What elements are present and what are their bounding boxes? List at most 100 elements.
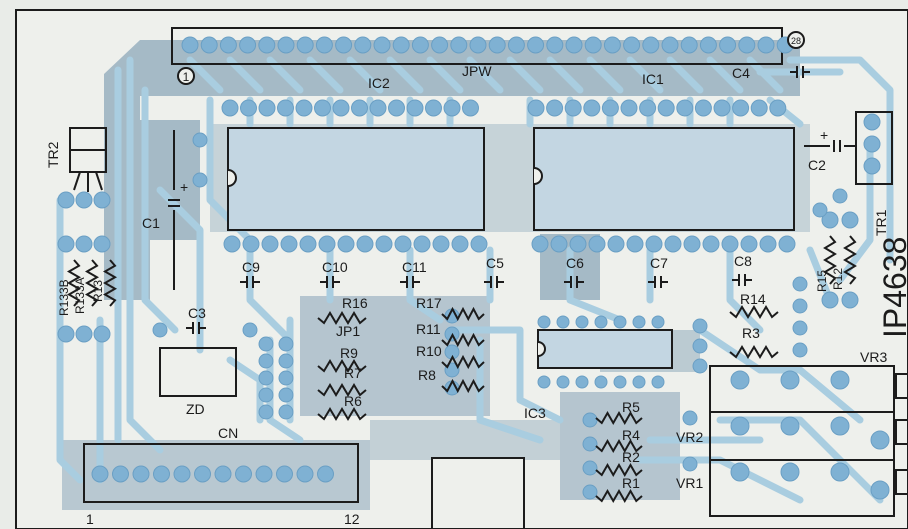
vr-pad [830, 370, 850, 390]
ic3-body [537, 329, 673, 369]
label-ic2: IC2 [368, 75, 390, 91]
vr-pad [780, 462, 800, 482]
ic2-bottom-pad [470, 235, 488, 253]
cn-pad [91, 465, 109, 483]
zd-pad [258, 404, 274, 420]
jpw-pad [335, 36, 353, 54]
tr1-pad [863, 157, 881, 175]
ic1-bottom-pad [683, 235, 701, 253]
jpw-pad [546, 36, 564, 54]
label-r13: R13 [91, 280, 105, 302]
ic1-top-pad [694, 99, 712, 117]
resistor-pad [792, 276, 808, 292]
cutout-window [431, 457, 525, 529]
tr2-pad [75, 191, 93, 209]
cn-pad [235, 465, 252, 483]
label-c2: C2 [808, 157, 826, 173]
ic1-bottom-pad [721, 235, 739, 253]
silkscreen-labels: IC2 JPW IC1 C4 C2 + C1 + C9 C10 C11 C5 C… [45, 63, 908, 527]
jp-pad [278, 370, 294, 386]
label-r2: R2 [622, 449, 640, 465]
label-r133b: R133B [57, 279, 71, 316]
solder-pad [582, 484, 598, 500]
solder-pad [682, 456, 698, 472]
c10-symbol [320, 276, 340, 288]
ic3-bottom-pad [632, 375, 646, 389]
r133-pad [93, 325, 111, 343]
label-c10: C10 [322, 259, 348, 275]
solder-pad [812, 202, 828, 218]
label-c11: C11 [402, 259, 427, 275]
pin1-marker: 1 [177, 67, 195, 85]
jpw-pad [623, 36, 641, 54]
c11-symbol [400, 276, 420, 288]
resistor-pad [792, 298, 808, 314]
label-c6: C6 [566, 255, 584, 271]
ic1-top-pad [546, 99, 564, 117]
ic3-top-pad [556, 315, 570, 329]
label-tr2: TR2 [45, 141, 61, 168]
ic2-bottom-pad [318, 235, 336, 253]
vr-pad [870, 480, 890, 500]
r13-symbol [102, 259, 118, 307]
tr1-outline [855, 111, 893, 185]
ic1-top-pad [657, 99, 675, 117]
solder-pad [582, 460, 598, 476]
r16-symbol [317, 311, 367, 325]
ic1-top-pad [676, 99, 694, 117]
jpw-pad [642, 36, 660, 54]
c5-symbol [484, 276, 504, 288]
component-symbols [66, 66, 857, 504]
ic3-top-pad [575, 315, 589, 329]
ic2-top-pad [443, 99, 461, 117]
zd-pad [258, 370, 274, 386]
r12-symbol [843, 235, 857, 285]
ic2-bottom-pad [223, 235, 241, 253]
cn-pad [255, 465, 273, 483]
label-c4: C4 [732, 65, 750, 81]
r10-symbol [441, 354, 485, 370]
jpw-pad [603, 36, 621, 54]
ic1-bottom-pad [778, 235, 796, 253]
ic1-bottom-pad [664, 235, 682, 253]
ic1-bottom-pad [645, 235, 663, 253]
ic1-bottom-pad [550, 235, 568, 253]
ic1-body [533, 127, 795, 231]
jp-pad [278, 387, 294, 403]
cn-pad [317, 465, 334, 483]
r133-pad [75, 325, 93, 343]
ic2-bottom-pad [356, 235, 374, 253]
jpw-pad [200, 36, 218, 54]
ic1-top-pad [601, 99, 619, 117]
label-cn-pin12: 12 [344, 511, 360, 527]
ic1-bottom-pad [759, 235, 777, 253]
vr-block-outline [709, 365, 908, 517]
solder-pad [832, 188, 848, 204]
ic2-top-pad [314, 99, 331, 117]
label-r12: R12 [831, 268, 845, 290]
jpw-pad [738, 36, 756, 54]
label-vr1: VR1 [676, 475, 703, 491]
cn-pad [173, 465, 191, 483]
zd-outline [159, 347, 237, 397]
ic3-bottom-pad [613, 375, 627, 389]
ic2-top-pad [258, 99, 276, 117]
vr-pad [730, 370, 750, 390]
tr2-pad [93, 191, 111, 209]
r2-symbol [595, 462, 643, 478]
r7-symbol [317, 383, 367, 397]
solder-pad [682, 410, 698, 426]
cn-connector-outline [83, 443, 359, 503]
r11-symbol [441, 332, 485, 348]
r15-pad [821, 291, 839, 309]
jpw-pad [277, 36, 295, 54]
label-r133a: R133A [73, 277, 87, 314]
cn-pad [153, 465, 170, 483]
label-c9: C9 [242, 259, 260, 275]
jpw-pad [315, 36, 333, 54]
jpw-pad [219, 36, 237, 54]
ic2-top-pad [221, 99, 239, 117]
cn-pad [132, 465, 150, 483]
r6-symbol [317, 407, 367, 421]
ic3-top-pad [632, 315, 646, 329]
